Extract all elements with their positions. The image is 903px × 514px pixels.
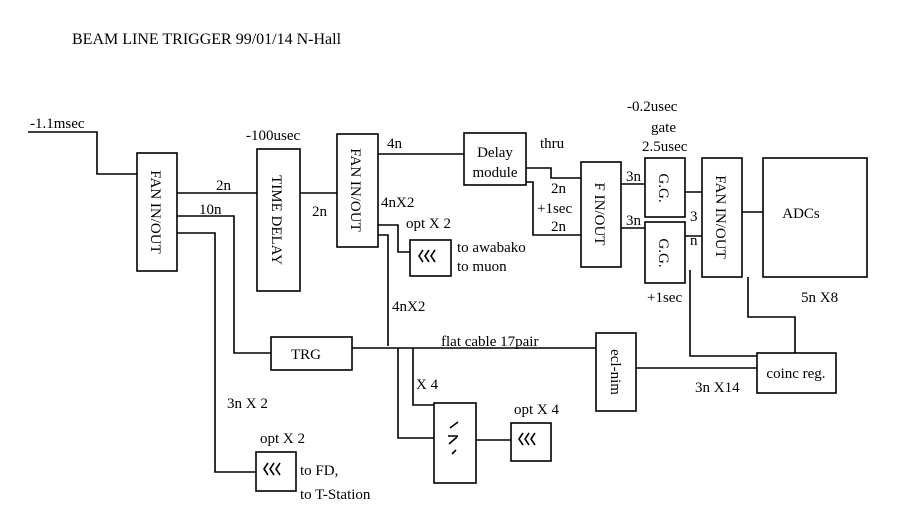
coinc-reg-label: coinc reg. xyxy=(766,366,825,382)
label-fan2-4nx2-down: 4nX2 xyxy=(392,299,425,315)
f-inout-box: F IN/OUT xyxy=(580,161,622,268)
label-thru: thru xyxy=(540,136,565,152)
wire-input xyxy=(28,131,137,175)
label-to-fd: to FD, xyxy=(300,463,338,479)
label-plus-1sec-b: +1sec xyxy=(647,290,682,306)
label-fin-2n-b: 2n xyxy=(551,219,567,235)
adcs-label: ADCs xyxy=(782,206,820,222)
ecl-nim-box: ecl-nim xyxy=(595,332,637,412)
label-3n-x14: 3n X14 xyxy=(695,380,740,396)
fan-inout-2: FAN IN/OUT xyxy=(336,133,379,248)
label-opt-x2-a: opt X 2 xyxy=(406,216,451,232)
label-fan3-n: n xyxy=(690,233,698,249)
label-fan2-4nx2: 4nX2 xyxy=(381,195,414,211)
wire-delay-thru xyxy=(526,167,581,179)
delay-module-box: Delay module xyxy=(463,132,527,186)
gate-generator-bottom: G.G. xyxy=(644,221,686,284)
fan-inout-3: FAN IN/OUT xyxy=(701,157,743,278)
fan-inout-1-label: FAN IN/OUT xyxy=(147,170,163,253)
opt-box-awabako xyxy=(409,239,452,277)
diagram-title: BEAM LINE TRIGGER 99/01/14 N-Hall xyxy=(72,31,342,48)
label-opt-x2-b: opt X 2 xyxy=(260,431,305,447)
time-delay-label: TIME DELAY xyxy=(268,175,284,265)
label-input-delay: -1.1msec xyxy=(30,116,85,132)
label-gate-width: 2.5usec xyxy=(642,139,688,155)
label-x4: X 4 xyxy=(416,377,439,393)
coinc-reg-box: coinc reg. xyxy=(756,352,837,394)
label-gg-delay: -0.2usec xyxy=(627,99,678,115)
label-plus-1sec-a: +1sec xyxy=(537,201,572,217)
optical-icon xyxy=(418,249,436,263)
label-to-tstation: to T-Station xyxy=(300,487,371,503)
label-fan1-10n: 10n xyxy=(199,202,222,218)
label-fan1-2n: 2n xyxy=(216,178,232,194)
trg-label: TRG xyxy=(291,347,321,363)
label-to-awabako: to awabako xyxy=(457,240,526,256)
gate-generator-top: G.G. xyxy=(644,157,686,218)
time-delay-box: TIME DELAY xyxy=(256,148,301,292)
label-td-delay: -100usec xyxy=(246,128,300,144)
wire-gg-coinc xyxy=(689,270,757,357)
optical-icon xyxy=(518,432,536,446)
converter-box xyxy=(433,402,477,484)
fan-inout-1: FAN IN/OUT xyxy=(136,152,178,272)
fan-inout-3-label: FAN IN/OUT xyxy=(712,175,728,258)
label-gg-3n-b: 3n xyxy=(626,213,642,229)
wire-fan1-trg xyxy=(177,215,271,354)
delay-module-label-2: module xyxy=(473,165,518,181)
wire-delay-1sec xyxy=(526,181,581,236)
wire-x4-a xyxy=(397,348,434,439)
opt-box-x4 xyxy=(510,422,552,462)
label-fan3-3: 3 xyxy=(690,209,698,225)
converter-glyph xyxy=(448,421,459,455)
label-3n-x2: 3n X 2 xyxy=(227,396,268,412)
f-inout-label: F IN/OUT xyxy=(591,183,607,246)
label-fan2-4n: 4n xyxy=(387,136,403,152)
label-fin-2n-a: 2n xyxy=(551,181,567,197)
wire-fan2-opt-awabako xyxy=(378,224,410,253)
label-to-muon: to muon xyxy=(457,259,507,275)
label-opt-x4: opt X 4 xyxy=(514,402,560,418)
wire-x4-b xyxy=(412,348,434,406)
delay-module-label-1: Delay xyxy=(477,145,513,161)
label-flat-cable: flat cable 17pair xyxy=(441,334,538,350)
fan-inout-2-label: FAN IN/OUT xyxy=(347,148,363,231)
wires xyxy=(28,131,796,473)
ecl-nim-label: ecl-nim xyxy=(607,349,623,395)
label-5n-x8: 5n X8 xyxy=(801,290,838,306)
wire-fan3-coinc xyxy=(747,277,796,353)
signal-labels: -1.1msec 2n 10n -100usec 2n 4n 4nX2 opt … xyxy=(30,99,838,503)
gg-top-label: G.G. xyxy=(655,173,671,202)
opt-box-fd xyxy=(255,451,297,492)
label-gate: gate xyxy=(651,120,676,136)
wire-fan2-down xyxy=(378,234,389,346)
trg-box: TRG xyxy=(270,336,353,371)
adcs-box: ADCs xyxy=(762,157,868,278)
label-gg-3n-a: 3n xyxy=(626,169,642,185)
label-td-2n: 2n xyxy=(312,204,328,220)
optical-icon xyxy=(263,462,281,476)
wire-fan1-opt-fd xyxy=(177,232,256,473)
gg-bottom-label: G.G. xyxy=(655,238,671,267)
